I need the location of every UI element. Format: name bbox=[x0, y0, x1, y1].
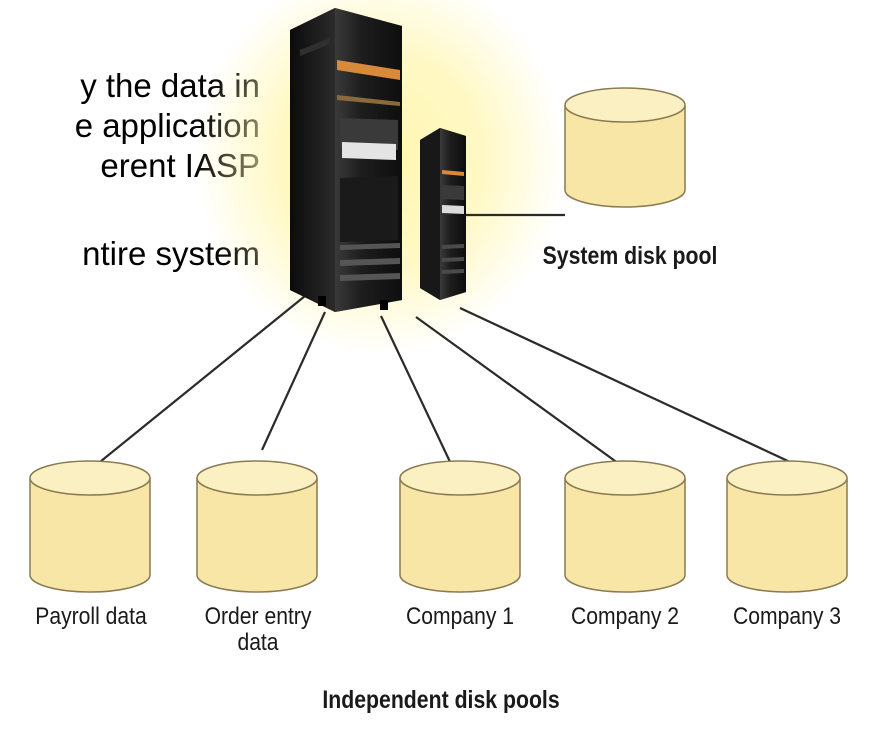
connector-company-2 bbox=[415, 316, 623, 467]
disk-label-payroll: Payroll data bbox=[35, 603, 147, 630]
connector-order-entry bbox=[260, 311, 327, 451]
disk-label-order-entry: Order entry data bbox=[204, 603, 312, 656]
payroll-disk-icon bbox=[29, 460, 151, 593]
independent-disk-pools-label: Independent disk pools bbox=[322, 686, 560, 714]
connector-payroll bbox=[89, 295, 306, 471]
disk-label-company-3: Company 3 bbox=[732, 603, 841, 630]
system-disk-icon bbox=[564, 87, 686, 208]
company-1-disk-icon bbox=[399, 460, 521, 593]
company-2-disk-icon bbox=[564, 460, 686, 593]
connector-company-1 bbox=[380, 315, 453, 467]
disk-label-company-1: Company 1 bbox=[405, 603, 514, 630]
system-disk-pool-label: System disk pool bbox=[542, 242, 718, 270]
secondary-server-icon bbox=[420, 128, 466, 300]
main-server-icon bbox=[290, 8, 402, 312]
order-entry-disk-icon bbox=[196, 460, 318, 593]
company-3-disk-icon bbox=[726, 460, 848, 593]
disk-label-company-2: Company 2 bbox=[570, 603, 679, 630]
connector-company-3 bbox=[459, 307, 791, 463]
connector-lines bbox=[89, 213, 791, 471]
